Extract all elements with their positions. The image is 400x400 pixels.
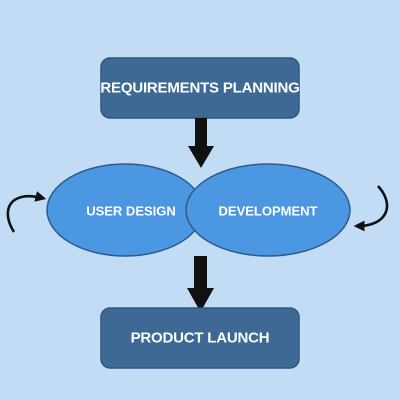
development-label: DEVELOPMENT (219, 204, 318, 219)
right-loop-curved-arrow-icon (353, 185, 389, 232)
left-loop-curved-arrow-icon (6, 191, 47, 233)
product-launch-box (100, 307, 300, 369)
product-launch-label: PRODUCT LAUNCH (131, 330, 270, 347)
development-node (185, 163, 351, 257)
requirements-planning-node: REQUIREMENTS PLANNING (100, 57, 300, 119)
down-arrow-icon (187, 256, 214, 312)
requirements-planning-label: REQUIREMENTS PLANNING (100, 80, 299, 97)
development-ellipse (185, 163, 351, 257)
down-arrow-icon (188, 118, 214, 168)
user-design-label: USER DESIGN (86, 204, 176, 219)
product-launch-node: PRODUCT LAUNCH (100, 307, 300, 369)
